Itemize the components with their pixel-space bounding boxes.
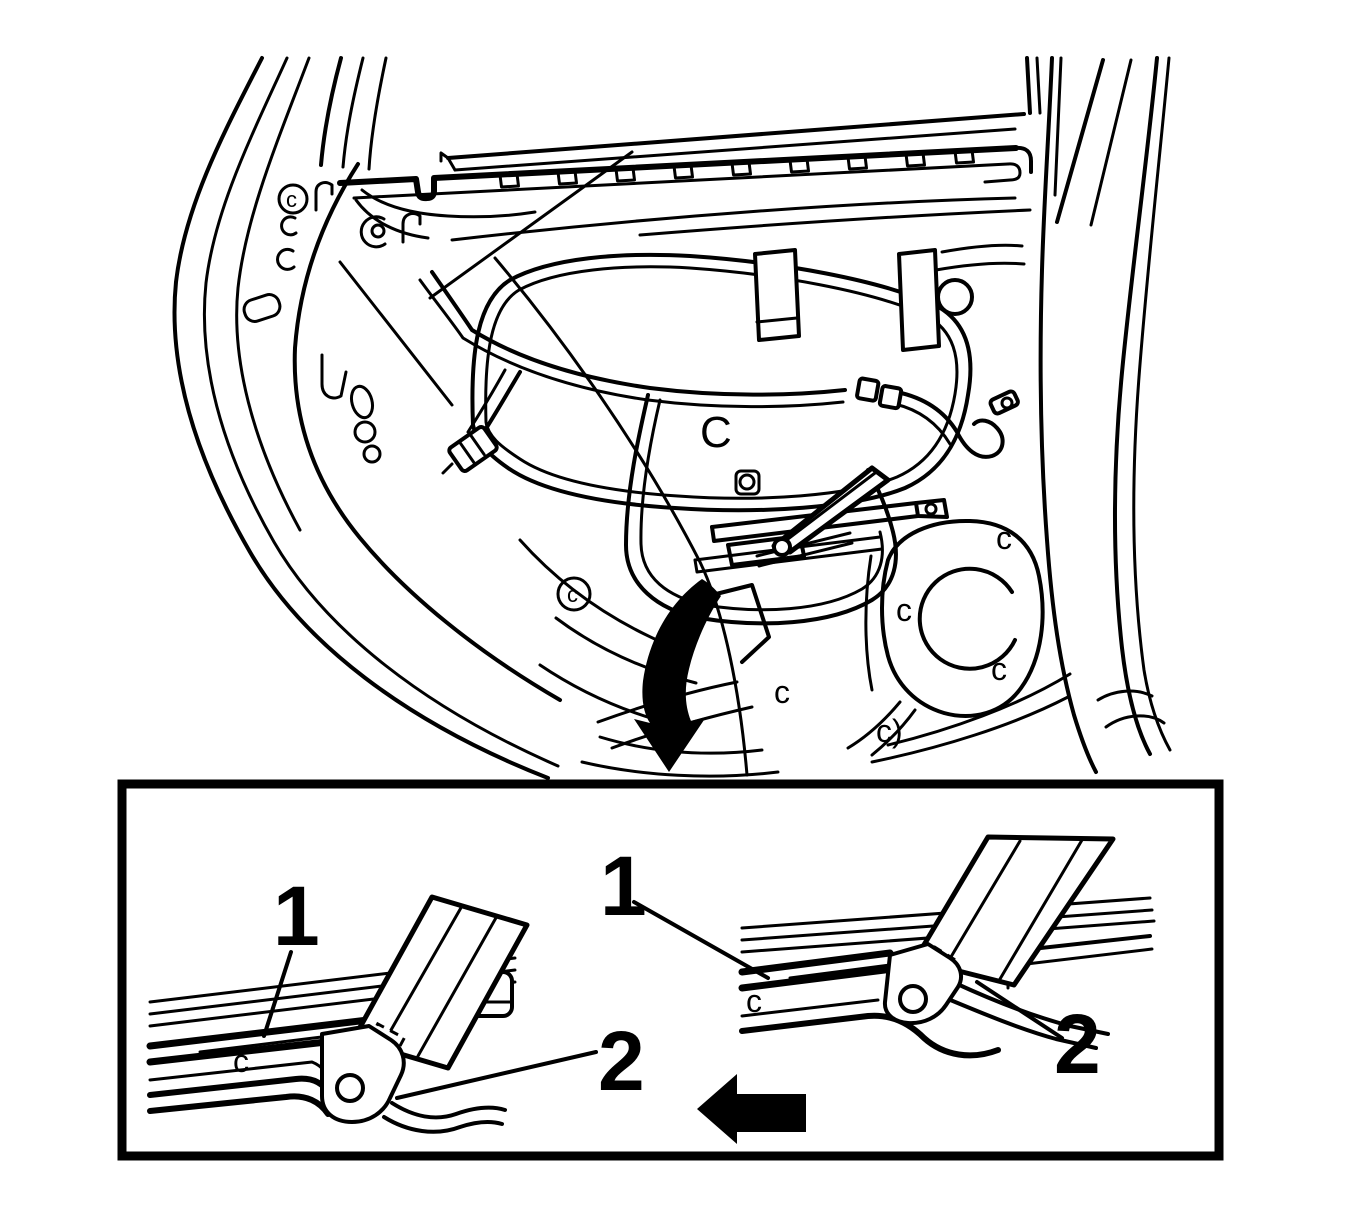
speaker-opening: c c c c)	[846, 518, 1045, 757]
roller-left-view	[335, 1073, 365, 1103]
down-left-curved-arrow-icon	[634, 579, 721, 772]
left-arrow-icon	[697, 1074, 806, 1144]
clip-mark: c	[233, 1043, 249, 1079]
access-opening	[428, 150, 974, 777]
left-detail-view: c	[146, 894, 530, 1134]
callout-1-right: 1	[600, 839, 647, 933]
regulator-rail	[693, 465, 949, 574]
callout-2-right-leader	[975, 980, 1064, 1040]
clip-mark: c	[996, 520, 1012, 556]
door-front-edge	[172, 56, 562, 780]
callouts: 1 2 1 2	[262, 839, 1101, 1108]
callout-2-right: 2	[1054, 997, 1101, 1091]
clip-mark: c	[286, 187, 297, 212]
lower-panel-contours: c c C	[518, 408, 1072, 778]
clip-mark: c	[567, 582, 578, 607]
clip-mark-large: C	[700, 408, 732, 457]
callout-1-right-leader	[632, 900, 770, 980]
inset-detail-box: c c	[117, 779, 1224, 1161]
clip-mark: c	[774, 674, 790, 710]
door-line-art: c	[172, 56, 1172, 780]
right-detail-view: c	[738, 834, 1156, 1059]
roller-right-view	[898, 984, 928, 1014]
callout-1-left-leader	[262, 950, 293, 1038]
clip-mark: c	[896, 592, 912, 628]
panel-holes-left: c	[242, 181, 454, 464]
callout-1-left: 1	[273, 869, 320, 963]
wiring-harness	[418, 270, 1020, 626]
callout-2-left-leader	[395, 1050, 598, 1100]
clip-mark: c	[746, 983, 762, 1019]
door-rear-edge	[934, 56, 1172, 774]
window-sill	[337, 112, 1033, 242]
clip-mark: c	[991, 651, 1007, 687]
callout-2-left: 2	[598, 1014, 645, 1108]
